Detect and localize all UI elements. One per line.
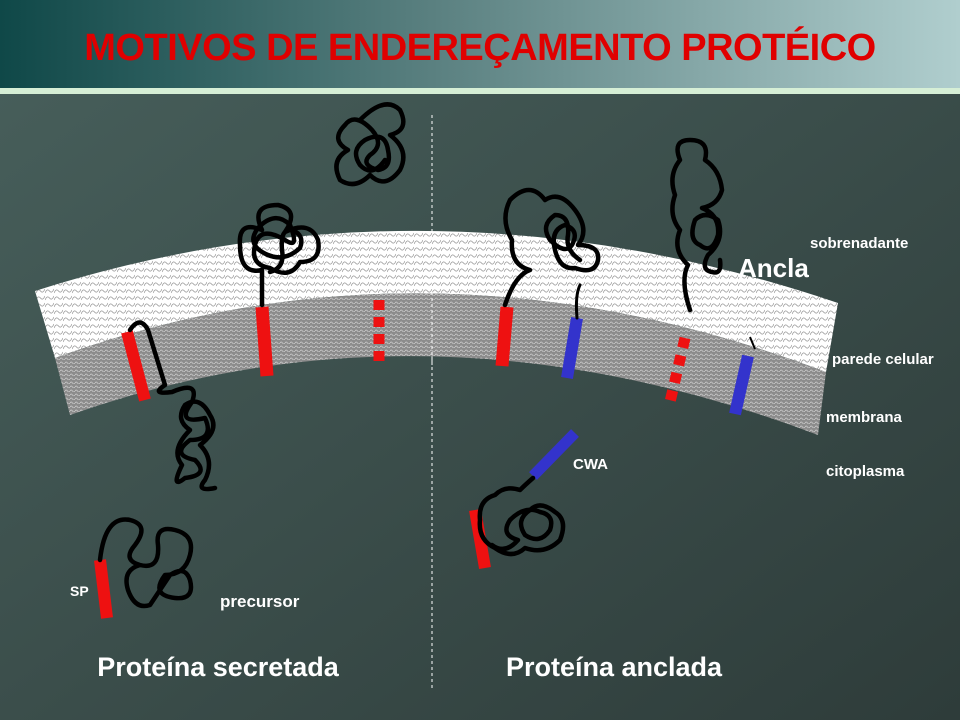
signal-peptide [94,559,113,619]
label-proteina-anclada: Proteína anclada [506,652,723,682]
polypeptide-chain [502,187,601,308]
label-precursor: precursor [220,592,300,611]
polypeptide-chain [477,475,566,557]
polypeptide-chain [237,202,321,308]
label-ancla: Ancla [738,253,809,283]
polypeptide-chain [574,283,582,320]
signal-peptide [121,330,151,402]
header-bar [0,0,960,88]
polypeptide-chain [97,517,194,609]
cwa-anchor [529,429,579,480]
header-line [0,88,960,94]
label-sobrenadante: sobrenadante [810,235,908,252]
label-membrana: membrana [826,409,903,426]
signal-peptide [255,306,274,377]
label-citoplasma: citoplasma [826,463,905,480]
polypeptide-chain [334,102,406,187]
label-cwa: CWA [573,456,608,473]
label-sp: SP [70,583,89,599]
signal-peptide [495,306,514,367]
cwa-anchor [729,354,754,416]
cleaved-signal-peptide [664,336,691,404]
slide-title: MOTIVOS DE ENDEREÇAMENTO PROTÉICO [84,25,875,69]
cell-wall [35,230,838,372]
anchor-link [749,336,756,350]
polypeptide-chain [127,320,218,492]
label-parede-celular: parede celular [832,351,934,368]
label-proteina-secretada: Proteína secretada [97,652,340,682]
cell-membrane [55,293,826,435]
polypeptide-chain [670,137,725,313]
cwa-anchor [561,317,583,379]
signal-peptide [469,508,491,570]
